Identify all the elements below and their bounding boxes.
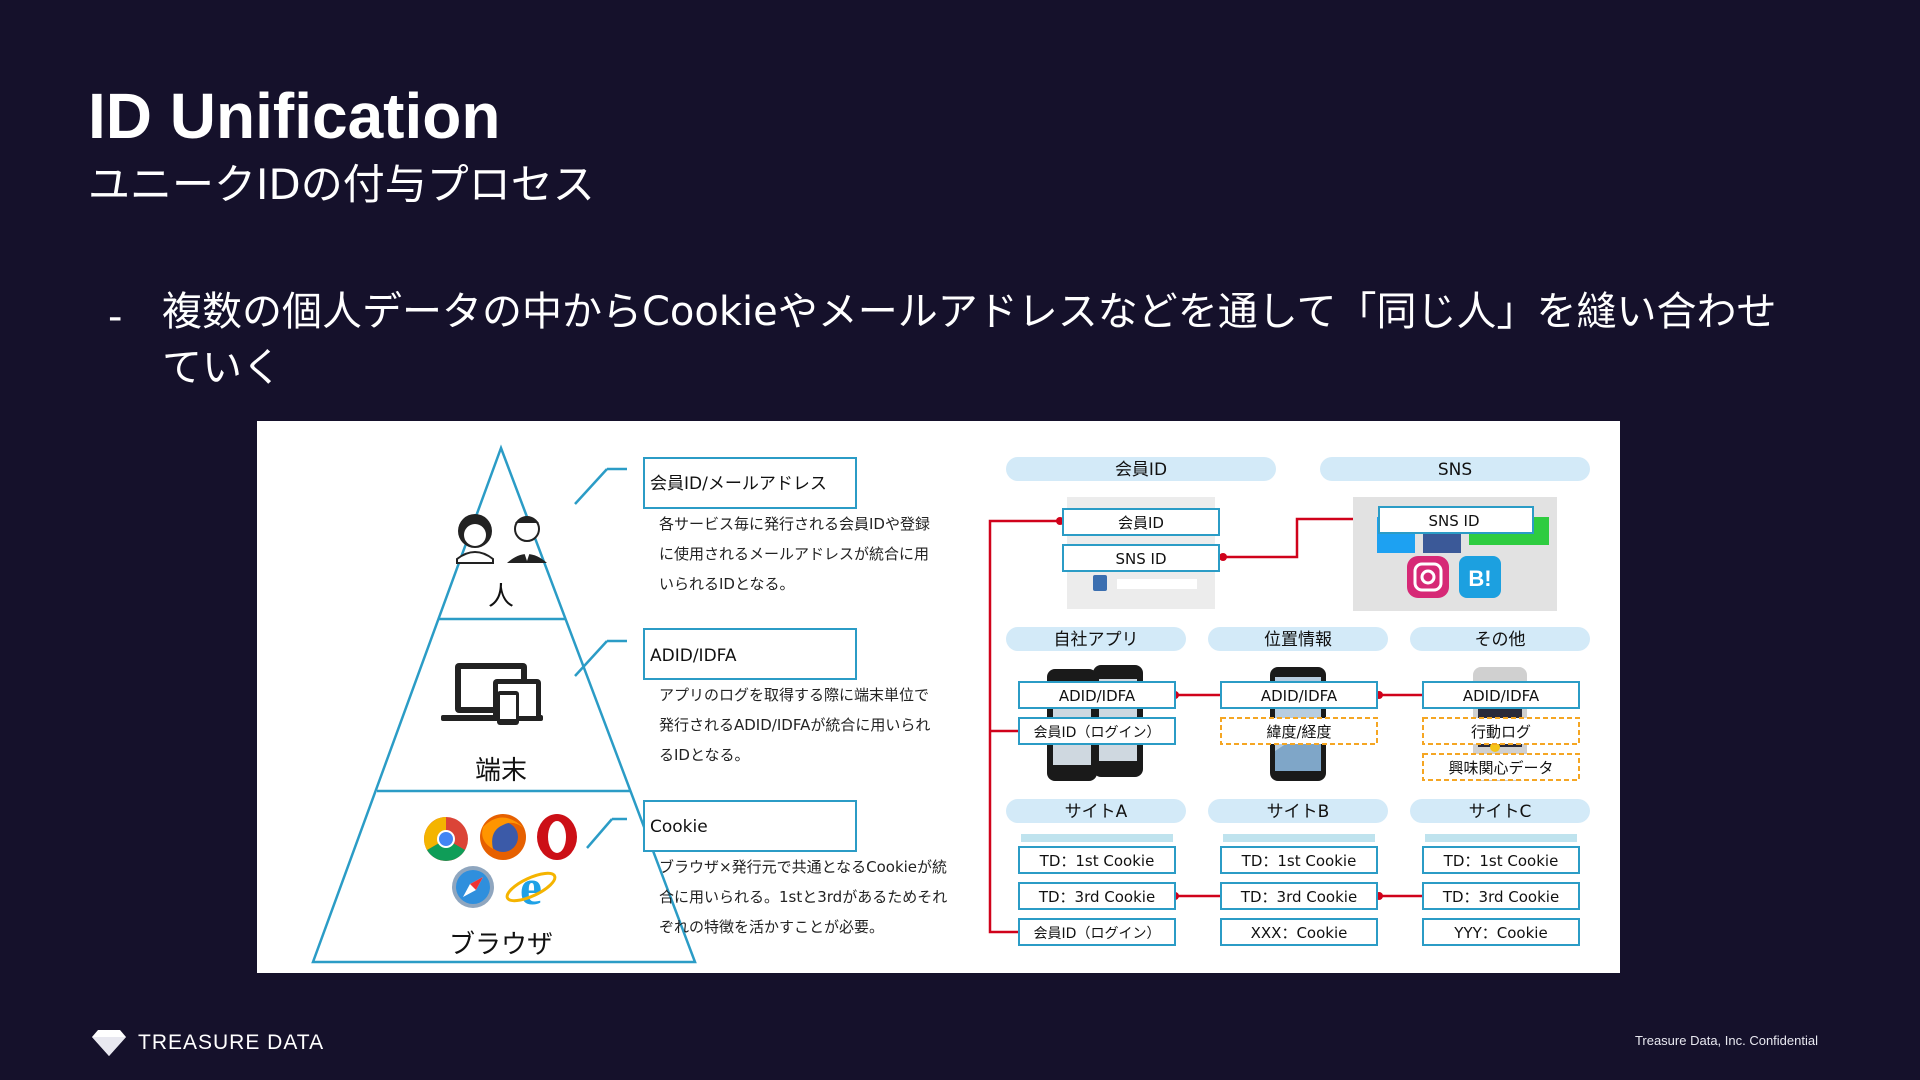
firefox-icon [480,814,526,860]
connector-3 [586,818,613,849]
opera-icon [537,814,577,860]
svg-text:会員ID（ログイン）: 会員ID（ログイン） [1034,725,1161,741]
svg-text:XXX：Cookie: XXX：Cookie [1251,924,1348,942]
svg-text:ADID/IDFA: ADID/IDFA [1261,687,1338,705]
svg-text:SNS ID: SNS ID [1115,550,1166,568]
treasure-data-logo-icon [92,1030,126,1056]
group-sns: SNS SNS ID B! [1320,457,1590,611]
group-site-b: サイトB TD：1st Cookie TD：3rd Cookie XXX：Coo… [1208,799,1388,946]
svg-text:会員ID: 会員ID [1118,514,1164,532]
svg-text:会員ID: 会員ID [1115,460,1167,480]
pyramid-label-device: 端末 [475,756,527,786]
svg-text:TD：1st Cookie: TD：1st Cookie [1039,852,1155,870]
group-location: 位置情報 ADID/IDFA 緯度/経度 [1208,627,1388,781]
callout-line: アプリのログを取得する際に端末単位で [659,686,929,704]
pyramid [311,444,697,964]
svg-text:TD：3rd Cookie: TD：3rd Cookie [1442,888,1559,906]
callout-member-id: 会員ID/メールアドレス 各サービス毎に発行される会員IDや登録 に使用されるメ… [643,457,930,593]
devices-icon [441,663,543,725]
pyramid-outline [311,444,697,964]
svg-text:SNS: SNS [1438,460,1472,480]
group-own-app: 自社アプリ ADID/IDFA 会員ID（ログイン） [1006,627,1186,781]
svg-text:位置情報: 位置情報 [1264,630,1332,650]
svg-text:TD：1st Cookie: TD：1st Cookie [1443,852,1559,870]
svg-text:緯度/経度: 緯度/経度 [1266,723,1331,741]
internet-explorer-icon: e [505,859,557,915]
callout-line: いられるIDとなる。 [659,575,795,593]
connector-2 [574,640,608,677]
svg-text:サイトA: サイトA [1065,802,1128,822]
footer-brand: TREASURE DATA [138,1031,325,1054]
group-member-id: 会員ID 会員ID SNS ID [1006,457,1276,609]
instagram-icon [1407,556,1449,598]
bullet-dash: - [108,294,123,340]
connector-1 [574,468,608,505]
callout-line: るIDとなる。 [659,746,750,764]
svg-text:ADID/IDFA: ADID/IDFA [1463,687,1540,705]
pyramid-label-browser: ブラウザ [449,930,553,960]
callout-heading: ADID/IDFA [650,646,737,666]
callout-adid: ADID/IDFA アプリのログを取得する際に端末単位で 発行されるADID/I… [643,628,930,764]
svg-text:TD：3rd Cookie: TD：3rd Cookie [1038,888,1155,906]
svg-text:興味関心データ: 興味関心データ [1448,759,1553,777]
safari-icon [452,866,494,908]
people-icon [456,514,547,564]
callout-line: 合に用いられる。1stと3rdがあるためそれ [659,888,947,906]
bullet-text: 複数の個人データの中からCookieやメールアドレスなどを通して「同じ人」を縫い… [162,289,1777,391]
svg-text:サイトB: サイトB [1267,802,1330,822]
callout-line: ブラウザ×発行元で共通となるCookieが統 [659,858,947,876]
browser-icons: e [424,814,577,915]
confidential-notice: Treasure Data, Inc. Confidential [1634,1033,1818,1048]
callout-line: 発行されるADID/IDFAが統合に用いられ [659,716,930,734]
slide-subtitle: ユニークIDの付与プロセス [88,160,595,209]
group-site-c: サイトC TD：1st Cookie TD：3rd Cookie YYY：Coo… [1410,799,1590,946]
svg-text:行動ログ: 行動ログ [1471,723,1531,741]
svg-text:ADID/IDFA: ADID/IDFA [1059,687,1136,705]
callout-line: ぞれの特徴を活かすことが必要。 [659,918,884,936]
svg-text:自社アプリ: 自社アプリ [1054,630,1139,650]
hatena-bookmark-icon [1459,556,1501,598]
chrome-icon [424,817,468,861]
svg-text:会員ID（ログイン）: 会員ID（ログイン） [1034,926,1161,942]
callout-heading: 会員ID/メールアドレス [650,474,827,494]
callout-cookie: Cookie ブラウザ×発行元で共通となるCookieが統 合に用いられる。1s… [643,800,947,936]
id-unification-diagram: 人 端末 [257,421,1620,973]
pyramid-label-person: 人 [488,582,514,612]
svg-text:TD：3rd Cookie: TD：3rd Cookie [1240,888,1357,906]
svg-text:その他: その他 [1475,630,1526,650]
callout-line: に使用されるメールアドレスが統合に用 [659,545,929,563]
callout-heading: Cookie [650,817,708,837]
svg-text:B!: B! [1468,566,1491,591]
svg-text:YYY：Cookie: YYY：Cookie [1453,924,1547,942]
callout-line: 各サービス毎に発行される会員IDや登録 [659,515,930,533]
slide-title: ID Unification [88,80,501,152]
svg-text:サイトC: サイトC [1469,802,1532,822]
group-other: その他 ADID/IDFA 行動ログ 興味関心データ [1410,627,1590,781]
svg-text:e: e [520,859,542,915]
svg-text:TD：1st Cookie: TD：1st Cookie [1241,852,1357,870]
svg-text:SNS ID: SNS ID [1428,512,1479,530]
group-site-a: サイトA TD：1st Cookie TD：3rd Cookie 会員ID（ログ… [1006,799,1186,946]
